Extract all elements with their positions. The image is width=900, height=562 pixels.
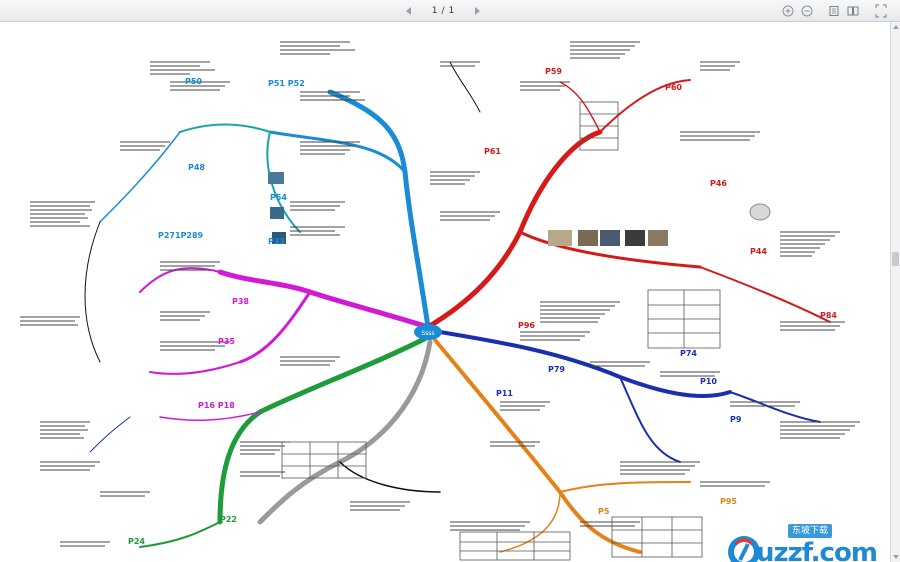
ref-p22: P22 [220, 515, 237, 524]
ref-p38: P38 [232, 297, 249, 306]
ref-p271: P271P289 [158, 231, 204, 240]
ref-p84: P84 [820, 311, 837, 320]
arrow-left-icon [406, 7, 411, 15]
page-ref-tags: P50 P51 P52 P48 P54 P33 P271P289 P38 P35… [128, 67, 837, 546]
branch-gray [257, 339, 433, 525]
ref-p16: P16 P18 [198, 401, 235, 410]
arrow-right-icon [475, 7, 480, 15]
ref-p59: P59 [545, 67, 562, 76]
two-page-icon [847, 6, 859, 16]
site-watermark: 东坡下载 uzzf.com [726, 524, 886, 562]
branch-red-b [518, 230, 702, 269]
ref-p46: P46 [710, 179, 727, 188]
vertical-scrollbar[interactable] [890, 22, 900, 562]
center-node: Ssss [414, 324, 442, 340]
ref-p33: P33 [268, 237, 285, 246]
ref-p24: P24 [128, 537, 145, 546]
fullscreen-button[interactable] [873, 3, 889, 19]
fit-page-button[interactable] [826, 3, 842, 19]
mindmap-image: P50 P51 P52 P48 P54 P33 P271P289 P38 P35… [20, 41, 860, 561]
current-page-field[interactable]: 1 [431, 6, 438, 16]
ref-p74: P74 [680, 349, 697, 358]
watermark-logo-icon [728, 536, 760, 562]
page-separator: / [441, 6, 445, 16]
branch-navy-b [619, 376, 681, 463]
branch-navy [438, 330, 732, 399]
watermark-text: uzzf.com [756, 538, 878, 562]
branch-red [425, 129, 603, 330]
branch-red-c [599, 79, 691, 133]
thumbnail-images [268, 172, 771, 246]
ref-p35: P35 [218, 337, 235, 346]
next-page-button[interactable] [469, 3, 485, 19]
main-branches [217, 79, 732, 554]
mini-tables [281, 101, 721, 561]
ref-p96: P96 [518, 321, 535, 330]
branch-magenta-b [238, 290, 312, 364]
two-page-button[interactable] [845, 3, 861, 19]
zoom-out-button[interactable] [799, 3, 815, 19]
page-indicator: 1 / 1 [421, 3, 465, 19]
scrollbar-thumb[interactable] [892, 252, 899, 266]
ref-p9: P9 [730, 415, 742, 424]
zoom-out-icon [801, 5, 813, 17]
fit-page-icon [829, 6, 839, 16]
ref-p51b: P5 [598, 507, 610, 516]
branch-blue-b [268, 130, 407, 174]
document-page[interactable]: P50 P51 P52 P48 P54 P33 P271P289 P38 P35… [0, 22, 890, 562]
fullscreen-icon [875, 4, 887, 18]
total-pages: 1 [448, 6, 455, 16]
ref-p95: P95 [720, 497, 737, 506]
viewer-toolbar: 1 / 1 [0, 0, 900, 22]
ref-p79: P79 [548, 365, 565, 374]
ref-p50: P50 [185, 77, 202, 86]
ref-p10: P10 [700, 377, 717, 386]
ref-p61: P61 [484, 147, 501, 156]
ref-p51: P51 P52 [268, 79, 305, 88]
previous-page-button[interactable] [401, 3, 417, 19]
note-text-blocks [20, 41, 860, 547]
branch-magenta [217, 269, 431, 330]
branch-blue [327, 89, 431, 330]
ref-p48: P48 [188, 163, 205, 172]
zoom-in-button[interactable] [780, 3, 796, 19]
ref-p60: P60 [665, 83, 682, 92]
branch-orange [433, 338, 642, 554]
watermark-badge: 东坡下载 [788, 524, 833, 538]
zoom-in-icon [782, 5, 794, 17]
scroll-down-icon[interactable] [893, 555, 899, 559]
ref-p44: P44 [750, 247, 767, 256]
ref-p54: P54 [270, 193, 287, 202]
ref-p11: P11 [496, 389, 513, 398]
center-label: Ssss [421, 330, 434, 337]
scroll-up-icon[interactable] [893, 25, 899, 29]
